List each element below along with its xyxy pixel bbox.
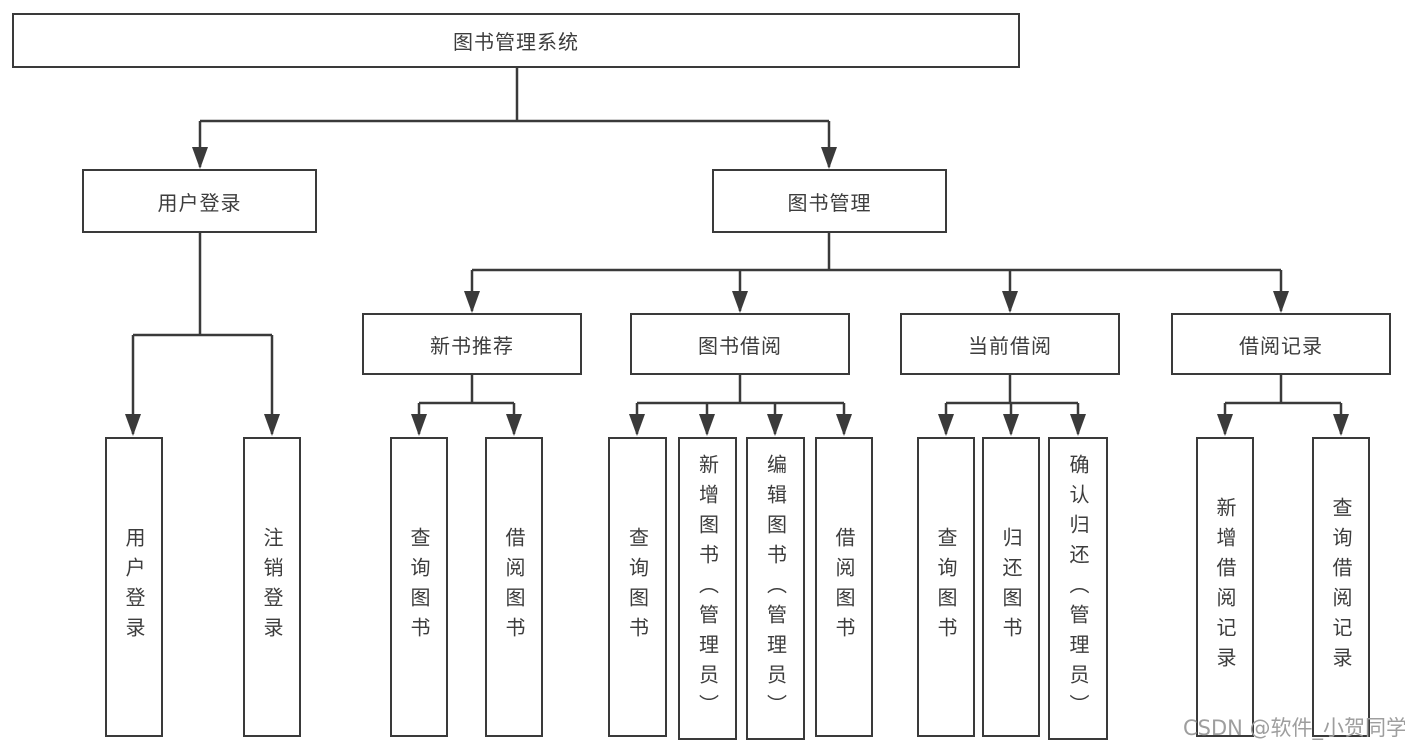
leaf-edit-books-admin: 编辑图书（管理员）: [746, 437, 805, 740]
leaf-label: 用户登录: [122, 527, 146, 647]
leaf-borrow-books-borrowing: 借阅图书: [815, 437, 873, 737]
leaf-query-borrow-record: 查询借阅记录: [1312, 437, 1370, 737]
node-book-borrowing: 图书借阅: [630, 313, 850, 375]
leaf-add-borrow-record: 新增借阅记录: [1196, 437, 1254, 737]
leaf-label: 借阅图书: [502, 527, 526, 647]
leaf-label: 查询图书: [407, 527, 431, 647]
leaf-label: 归还图书: [999, 527, 1023, 647]
leaf-user-login: 用户登录: [105, 437, 163, 737]
leaf-label: 查询借阅记录: [1329, 497, 1353, 677]
leaf-label: 查询图书: [625, 527, 650, 647]
node-current-borrowing: 当前借阅: [900, 313, 1120, 375]
leaf-return-books: 归还图书: [982, 437, 1040, 737]
leaf-query-books-current: 查询图书: [917, 437, 975, 737]
leaf-borrow-books-recommend: 借阅图书: [485, 437, 543, 737]
leaf-label: 新增图书（管理员）: [695, 453, 720, 724]
connector-arrows: [125, 121, 1349, 436]
leaf-logout: 注销登录: [243, 437, 301, 737]
csdn-watermark: CSDN @软件_小贺同学: [1183, 716, 1405, 740]
leaf-label: 借阅图书: [832, 527, 856, 647]
leaf-add-books-admin: 新增图书（管理员）: [678, 437, 737, 740]
leaf-confirm-return-admin: 确认归还（管理员）: [1048, 437, 1108, 740]
node-root: 图书管理系统: [12, 13, 1020, 68]
leaf-label: 注销登录: [260, 527, 284, 647]
leaf-query-books-borrowing: 查询图书: [608, 437, 667, 737]
node-new-book-recommend: 新书推荐: [362, 313, 582, 375]
leaf-query-books-recommend: 查询图书: [390, 437, 448, 737]
node-user-login: 用户登录: [82, 169, 317, 233]
leaf-label: 编辑图书（管理员）: [763, 453, 788, 724]
leaf-label: 确认归还（管理员）: [1066, 453, 1090, 724]
leaf-label: 查询图书: [934, 527, 958, 647]
node-borrowing-records: 借阅记录: [1171, 313, 1391, 375]
leaf-label: 新增借阅记录: [1213, 497, 1237, 677]
node-book-management: 图书管理: [712, 169, 947, 233]
